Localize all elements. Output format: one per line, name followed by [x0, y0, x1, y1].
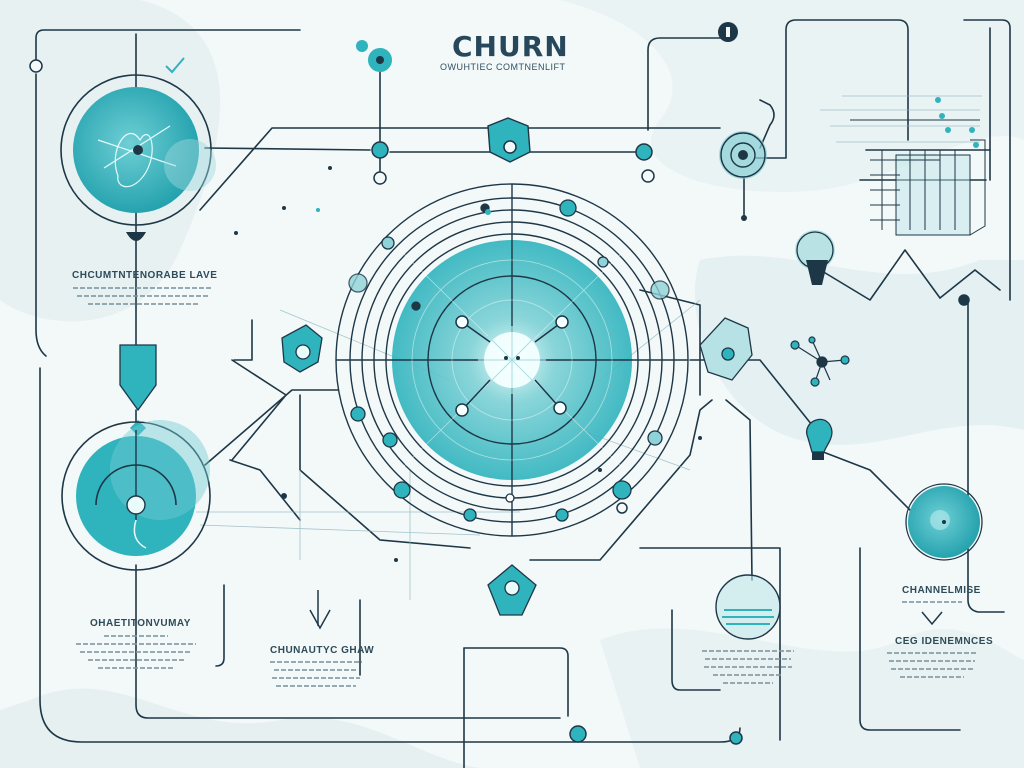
lower-right-text-lines — [892, 601, 972, 603]
upper-left-heading: CHCUMTNTENORABE LAVE — [72, 270, 218, 281]
top-left-disc — [60, 74, 216, 241]
page-subtitle: OWUHTIEC COMTNENLIFT — [440, 62, 566, 72]
funnel-shape — [119, 344, 157, 436]
ring-nodes — [348, 199, 670, 522]
lower-left-disc — [61, 420, 211, 571]
checkmark-icon — [165, 57, 185, 74]
grid-structure — [850, 119, 986, 236]
bottom-center-heading: CHUNAUTYC GHAW — [270, 645, 375, 656]
lightbulb-icon — [795, 230, 835, 460]
network-icon — [790, 336, 850, 387]
signal-dots — [935, 97, 979, 148]
bottom-right-text-lines — [885, 652, 979, 678]
page-title: CHURN — [452, 30, 569, 63]
right-hex-node — [699, 317, 753, 381]
right-disc — [905, 483, 983, 561]
top-hex-node — [487, 117, 531, 163]
central-target-diagram — [335, 183, 689, 537]
left-hex-node — [281, 324, 323, 373]
upper-left-text-lines — [68, 287, 218, 305]
scatter-dots — [234, 166, 747, 562]
bottom-center-text-lines — [268, 661, 364, 687]
lens-icon — [715, 574, 781, 640]
top-pin-icon — [356, 40, 392, 72]
lower-left-heading: OHAETITONVUMAY — [90, 618, 191, 629]
lower-left-text-lines — [74, 635, 198, 669]
gear-icon — [719, 131, 767, 179]
keyhole-icon — [718, 22, 738, 42]
down-arrow-icon — [309, 590, 943, 630]
bottom-right-heading: CEG IDENEMNCES — [895, 636, 994, 647]
bottom-pin — [487, 564, 537, 616]
bottom-right-center-text-lines — [700, 650, 796, 684]
wire-junction-nodes — [29, 59, 970, 745]
lower-right-heading: CHANNELMISE — [902, 585, 981, 596]
